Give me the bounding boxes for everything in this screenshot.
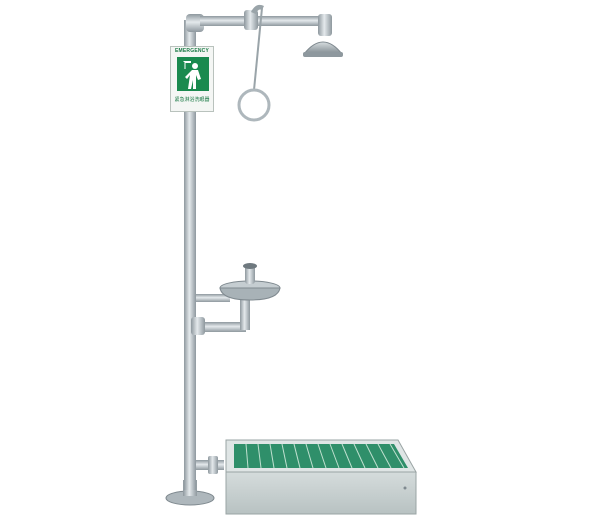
pull-ring — [237, 88, 271, 122]
eyewash-bowl — [219, 287, 281, 301]
shower-head-rim — [303, 52, 343, 57]
eyewash-tee — [191, 317, 205, 335]
pull-rod — [253, 7, 263, 91]
grate-bars — [245, 443, 405, 469]
emergency-sign: EMERGENCY 紧急淋浴洗眼器 — [170, 46, 214, 112]
eyewash-arm-lower — [196, 322, 246, 332]
tray-screw — [403, 486, 407, 490]
sign-heading: EMERGENCY — [174, 48, 210, 54]
shower-person-icon — [177, 57, 209, 91]
eyewash-nozzle — [245, 264, 255, 284]
sign-caption: 紧急淋浴洗眼器 — [174, 97, 210, 103]
pull-rod-arm — [251, 4, 264, 14]
eyewash-arm-upper — [196, 294, 230, 302]
shower-elbow — [318, 14, 332, 36]
eyewash-riser — [240, 296, 250, 330]
shower-valve-body — [244, 10, 258, 30]
tray-front — [225, 471, 417, 515]
tray-grate — [234, 444, 408, 468]
top-elbow — [186, 14, 204, 32]
drain-coupling — [208, 456, 218, 474]
shower-arm — [200, 16, 328, 26]
eyewash-nozzle-cap — [243, 263, 257, 269]
main-pipe — [184, 20, 196, 490]
